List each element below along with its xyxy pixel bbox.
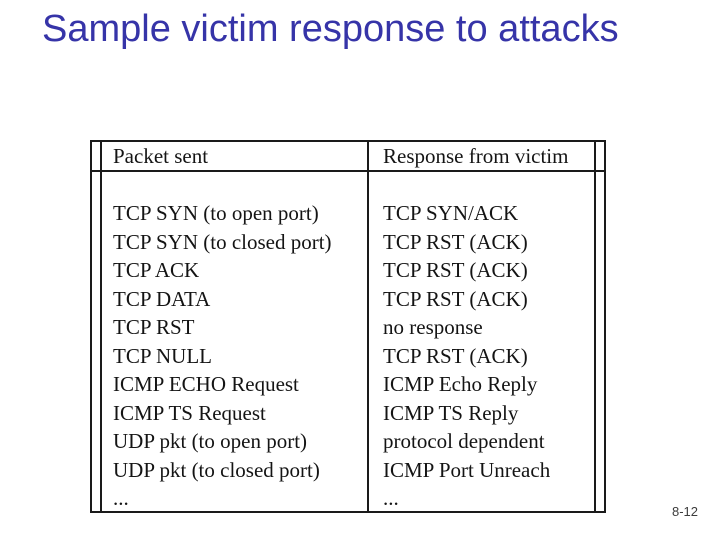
response-cell: no response: [383, 315, 483, 339]
packet-sent-cell: TCP SYN (to closed port): [113, 229, 332, 254]
slide-title: Sample victim response to attacks: [42, 8, 619, 50]
table-row: TCP SYN (to open port) TCP SYN/ACK: [92, 200, 604, 229]
packet-sent-cell: TCP ACK: [113, 258, 200, 282]
response-cell: ...: [383, 486, 399, 510]
response-cell: ICMP TS Reply: [383, 400, 519, 425]
table-header-packet-sent: Packet sent: [113, 144, 209, 168]
response-cell: protocol dependent: [383, 429, 545, 453]
response-cell: TCP RST (ACK): [383, 286, 528, 311]
packet-sent-cell: UDP pkt (to open port): [113, 429, 308, 453]
table-row: ... ...: [92, 485, 604, 514]
packet-sent-cell: TCP DATA: [113, 286, 211, 311]
table-row: TCP NULL TCP RST (ACK): [92, 343, 604, 372]
table-column-divider: [367, 142, 369, 511]
table-header-row: Packet sent Response from victim: [92, 142, 604, 172]
packet-sent-cell: UDP pkt (to closed port): [113, 457, 320, 482]
packet-sent-cell: TCP SYN (to open port): [113, 201, 319, 225]
response-cell: ICMP Echo Reply: [383, 372, 538, 396]
table-row: TCP SYN (to closed port) TCP RST (ACK): [92, 229, 604, 258]
response-cell: TCP RST (ACK): [383, 229, 528, 254]
table-inner-right-rule: [594, 142, 596, 511]
packet-sent-cell: TCP RST: [113, 315, 195, 339]
table-row: UDP pkt (to closed port) ICMP Port Unrea…: [92, 457, 604, 486]
table-row: TCP DATA TCP RST (ACK): [92, 286, 604, 315]
response-cell: ICMP Port Unreach: [383, 457, 551, 482]
table-row: ICMP ECHO Request ICMP Echo Reply: [92, 371, 604, 400]
packet-sent-cell: TCP NULL: [113, 343, 212, 368]
table-row: ICMP TS Request ICMP TS Reply: [92, 400, 604, 429]
packet-sent-cell: ICMP TS Request: [113, 400, 266, 425]
page-number: 8-12: [671, 504, 698, 519]
response-cell: TCP SYN/ACK: [383, 201, 519, 225]
response-cell: TCP RST (ACK): [383, 258, 528, 282]
table-row: TCP ACK TCP RST (ACK): [92, 257, 604, 286]
table-row: TCP RST no response: [92, 314, 604, 343]
table-row: UDP pkt (to open port) protocol dependen…: [92, 428, 604, 457]
packet-sent-cell: ...: [113, 486, 129, 510]
table-body: TCP SYN (to open port) TCP SYN/ACK TCP S…: [92, 200, 604, 514]
response-table: Packet sent Response from victim TCP SYN…: [90, 140, 606, 513]
table-header-response: Response from victim: [383, 144, 569, 168]
table-inner-left-rule: [100, 142, 102, 511]
response-cell: TCP RST (ACK): [383, 343, 528, 368]
packet-sent-cell: ICMP ECHO Request: [113, 372, 299, 396]
